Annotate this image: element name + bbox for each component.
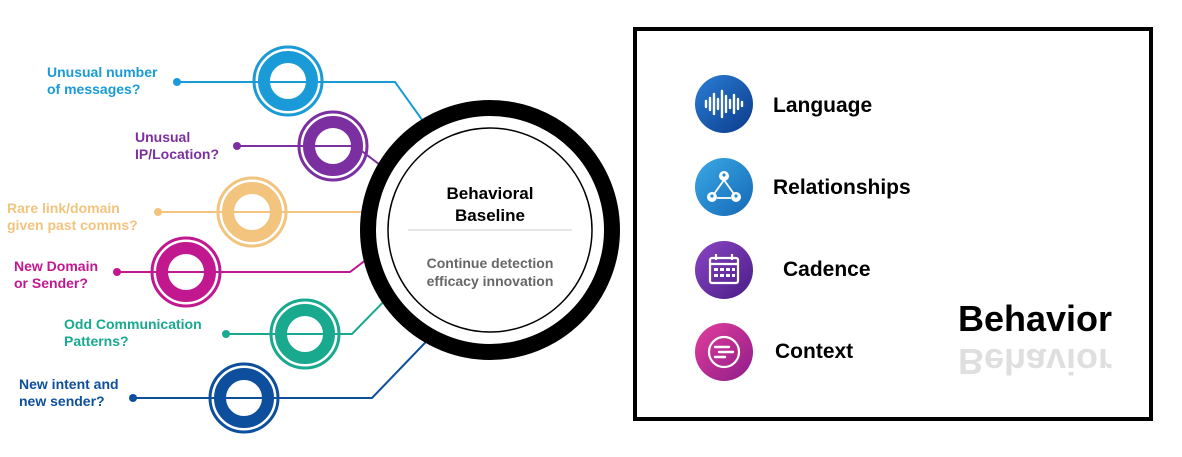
- endpoint-dot-5: [222, 330, 230, 338]
- hub-subtitle-line1: Continue detection: [426, 255, 554, 271]
- ring-node-2: [297, 110, 369, 182]
- feature-label-context: Context: [775, 340, 854, 363]
- calendar-icon: [695, 241, 753, 299]
- signal-label-4-line2: or Sender?: [14, 275, 88, 291]
- connector-line-6: [133, 321, 446, 399]
- signal-label-3-line1: Rare link/domain: [7, 200, 120, 216]
- signal-label-3-line2: given past comms?: [7, 217, 138, 233]
- feature-label-relationships: Relationships: [773, 176, 911, 199]
- endpoint-dot-1: [173, 78, 181, 86]
- signal-label-6: New intent and new sender?: [19, 376, 119, 410]
- behavioral-baseline-hub: [360, 100, 620, 360]
- signal-label-3: Rare link/domain given past comms?: [7, 200, 138, 234]
- behavior-title: Behavior: [958, 298, 1113, 339]
- signal-label-4: New Domain or Sender?: [14, 258, 98, 292]
- hub-title: Behavioral Baseline: [400, 183, 580, 227]
- signal-label-2-line2: IP/Location?: [135, 146, 219, 162]
- sound-wave-icon: [695, 75, 753, 133]
- ring-node-6: [208, 362, 280, 434]
- signal-label-6-line2: new sender?: [19, 393, 105, 409]
- signal-label-1-line1: Unusual number: [47, 64, 158, 80]
- endpoint-dot-6: [129, 394, 137, 402]
- ring-node-3: [216, 176, 288, 248]
- signal-label-6-line1: New intent and: [19, 376, 119, 392]
- hub-title-line1: Behavioral: [446, 184, 534, 203]
- ring-node-1: [252, 45, 324, 117]
- signal-label-5-line2: Patterns?: [64, 333, 129, 349]
- hub-subtitle: Continue detection efficacy innovation: [400, 254, 580, 290]
- chat-context-icon: [695, 323, 753, 381]
- ring-node-5: [269, 298, 341, 370]
- feature-label-cadence: Cadence: [783, 258, 871, 281]
- signal-label-5: Odd Communication Patterns?: [64, 316, 202, 350]
- connector-line-5: [226, 289, 396, 335]
- hub-subtitle-line2: efficacy innovation: [426, 273, 554, 289]
- signal-label-1: Unusual number of messages?: [47, 64, 157, 98]
- signal-label-4-line1: New Domain: [14, 258, 99, 274]
- signal-label-5-line1: Odd Communication: [64, 316, 202, 332]
- endpoint-dot-3: [154, 208, 162, 216]
- signal-label-2-line1: Unusual: [135, 129, 191, 145]
- ring-node-4: [150, 236, 222, 308]
- signal-label-1-line2: of messages?: [47, 81, 141, 97]
- feature-label-language: Language: [773, 94, 873, 117]
- endpoint-dot-4: [113, 268, 121, 276]
- endpoint-dot-2: [233, 142, 241, 150]
- signal-label-2: Unusual IP/Location?: [135, 129, 219, 163]
- network-people-icon: [695, 158, 753, 216]
- behavior-title-reflection: Behavior: [958, 341, 1113, 382]
- hub-title-line2: Baseline: [455, 206, 525, 225]
